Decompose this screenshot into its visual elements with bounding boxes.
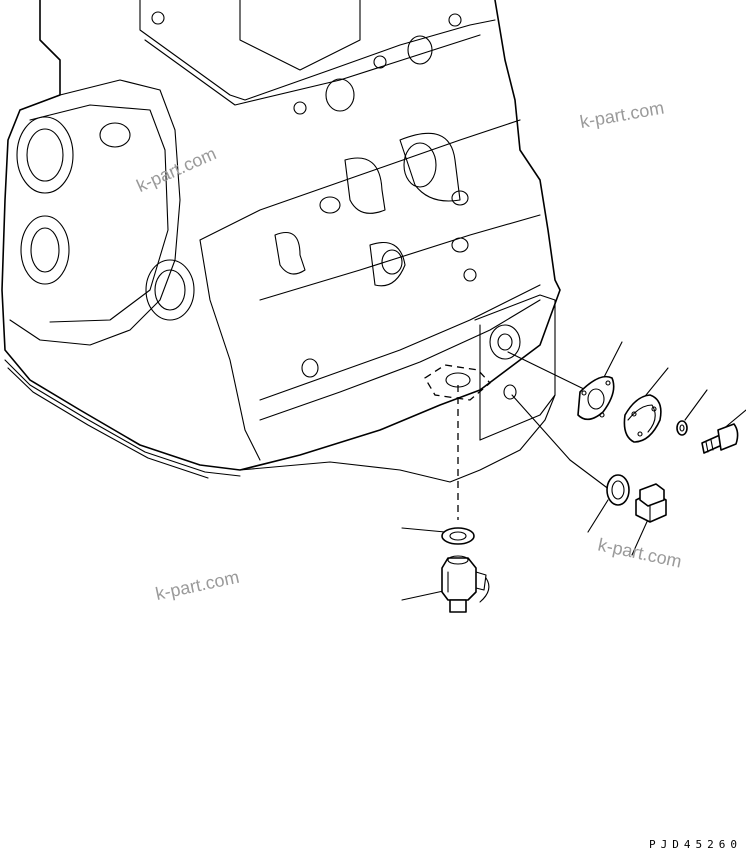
engine-block: [1, 0, 561, 483]
drain-plug: [635, 483, 667, 523]
drain-plug-gasket: [606, 474, 630, 506]
drawing-code: PJD45260: [649, 838, 742, 851]
mounting-bolt: [701, 423, 739, 454]
oil-pressure-sensor: [441, 555, 490, 613]
small-washer: [676, 420, 688, 436]
cover-gasket: [577, 375, 615, 421]
sensor-washer: [441, 527, 475, 545]
cover-plate: [623, 394, 662, 443]
leader-lines: [401, 341, 746, 601]
